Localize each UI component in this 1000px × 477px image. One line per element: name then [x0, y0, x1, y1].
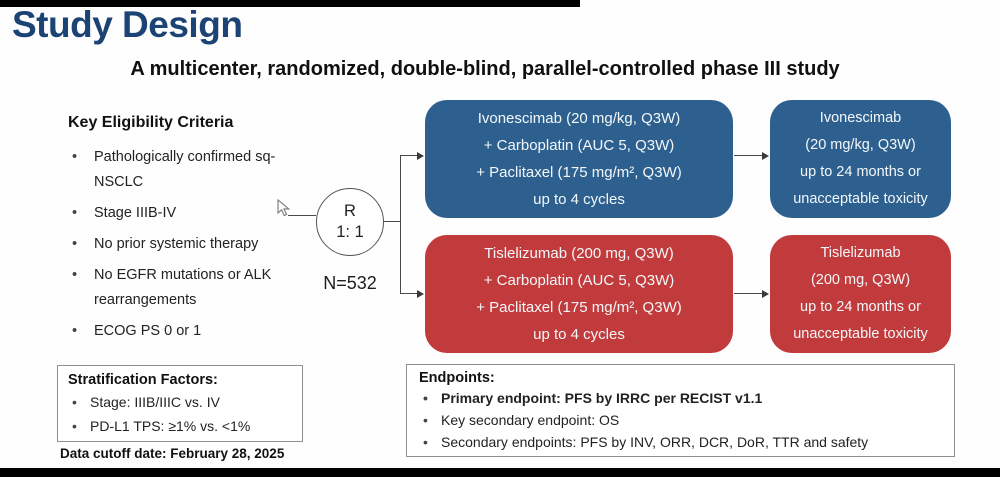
list-item: Key secondary endpoint: OS: [419, 409, 942, 431]
bottom-letterbox-bar: [0, 468, 1000, 477]
arm-line: unacceptable toxicity: [793, 325, 928, 342]
arm-line: + Carboplatin (AUC 5, Q3W): [483, 137, 675, 154]
randomization-circle: R 1: 1: [316, 188, 384, 256]
arm-line: Ivonescimab: [819, 110, 902, 127]
list-item: Secondary endpoints: PFS by INV, ORR, DC…: [419, 431, 942, 453]
connector-line: [400, 155, 418, 156]
eligibility-section: Key Eligibility Criteria Pathologically …: [68, 114, 316, 350]
arm-line: + Paclitaxel (175 mg/m², Q3W): [476, 164, 682, 181]
arm-line: (200 mg, Q3W): [810, 272, 911, 289]
arrow-icon: [762, 289, 769, 298]
endpoints-list: Primary endpoint: PFS by IRRC per RECIST…: [419, 387, 942, 453]
arrow-icon: [762, 151, 769, 160]
arm-line: up to 4 cycles: [533, 326, 625, 343]
arm-line: up to 24 months or: [800, 164, 921, 180]
connector-line: [400, 293, 418, 294]
slide-subtitle: A multicenter, randomized, double-blind,…: [130, 58, 840, 80]
list-item: Stage: IIIB/IIIC vs. IV: [68, 390, 292, 414]
arm-box-tislelizumab-chemo: Tislelizumab (200 mg, Q3W) + Carboplatin…: [425, 235, 733, 353]
list-item: No prior systemic therapy: [68, 232, 316, 257]
arm-line: Tislelizumab: [820, 245, 901, 262]
list-item: Stage IIIB-IV: [68, 201, 316, 226]
top-letterbox-bar: [0, 0, 580, 7]
stratification-box: Stratification Factors: Stage: IIIB/IIIC…: [57, 365, 303, 442]
page-title: Study Design: [12, 4, 243, 45]
randomization-ratio: 1: 1: [336, 223, 364, 241]
connector-line: [400, 155, 401, 294]
arm-line: Ivonescimab (20 mg/kg, Q3W): [477, 110, 681, 127]
arm-line: (20 mg/kg, Q3W): [805, 137, 916, 154]
connector-line: [288, 215, 316, 216]
connector-line: [734, 155, 763, 156]
eligibility-heading: Key Eligibility Criteria: [68, 114, 234, 131]
arm-box-ivonescimab-maintenance: Ivonescimab (20 mg/kg, Q3W) up to 24 mon…: [770, 100, 951, 218]
data-cutoff-label: Data cutoff date: February 28, 2025: [60, 446, 285, 461]
list-item: Primary endpoint: PFS by IRRC per RECIST…: [419, 387, 942, 409]
endpoints-heading: Endpoints:: [419, 370, 495, 386]
sample-size-label: N=532: [323, 273, 377, 293]
arm-line: up to 4 cycles: [533, 191, 625, 208]
arm-line: + Paclitaxel (175 mg/m², Q3W): [476, 299, 682, 316]
arm-line: + Carboplatin (AUC 5, Q3W): [483, 272, 675, 289]
mouse-cursor-icon: [277, 199, 291, 217]
endpoints-box: Endpoints: Primary endpoint: PFS by IRRC…: [406, 364, 955, 457]
arrow-icon: [417, 289, 424, 298]
connector-line: [382, 221, 401, 222]
stratification-heading: Stratification Factors:: [68, 372, 218, 388]
connector-line: [734, 293, 763, 294]
arm-box-ivonescimab-chemo: Ivonescimab (20 mg/kg, Q3W) + Carboplati…: [425, 100, 733, 218]
list-item: Pathologically confirmed sq-NSCLC: [68, 145, 316, 195]
arm-line: Tislelizumab (200 mg, Q3W): [484, 245, 674, 262]
arm-line: up to 24 months or: [800, 299, 921, 315]
randomization-symbol: R: [344, 201, 356, 220]
stratification-list: Stage: IIIB/IIIC vs. IV PD-L1 TPS: ≥1% v…: [68, 390, 292, 438]
list-item: No EGFR mutations or ALK rearrangements: [68, 263, 316, 313]
list-item: PD-L1 TPS: ≥1% vs. <1%: [68, 414, 292, 438]
list-item: ECOG PS 0 or 1: [68, 319, 316, 344]
arm-line: unacceptable toxicity: [793, 190, 928, 207]
arrow-icon: [417, 151, 424, 160]
eligibility-list: Pathologically confirmed sq-NSCLC Stage …: [68, 145, 316, 344]
arm-box-tislelizumab-maintenance: Tislelizumab (200 mg, Q3W) up to 24 mont…: [770, 235, 951, 353]
